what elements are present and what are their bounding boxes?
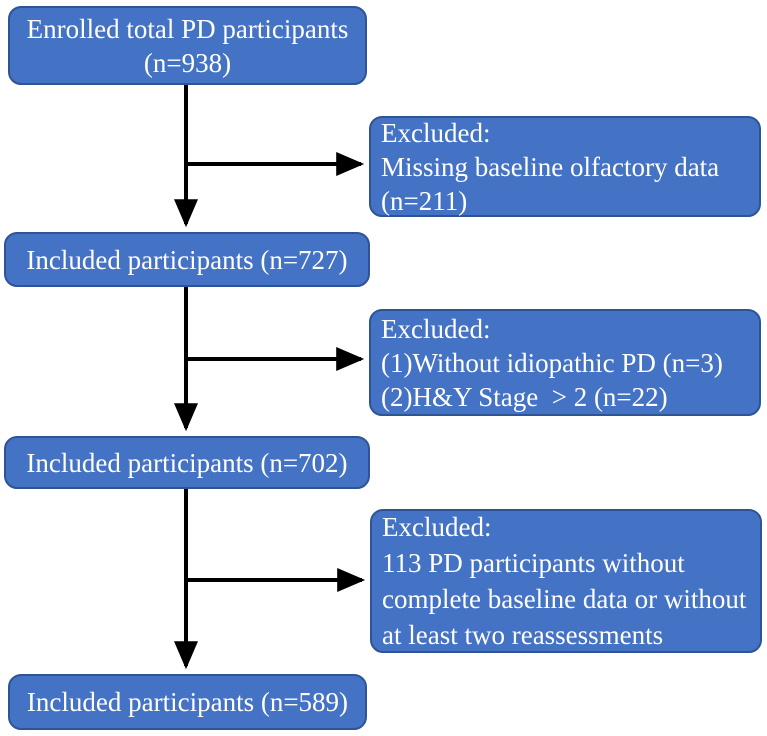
node-excluded-2-line-2: (1)Without idiopathic PD (n=3): [381, 347, 723, 378]
node-excluded-1-line-2: Missing baseline olfactory data: [381, 151, 720, 182]
node-included-727: Included participants (n=727): [4, 232, 370, 287]
node-included-727-label: Included participants (n=727): [26, 244, 348, 275]
node-excluded-3-line-3: complete baseline data or without: [382, 584, 747, 614]
node-excluded-2: Excluded: (1)Without idiopathic PD (n=3)…: [369, 309, 761, 416]
node-enrolled-line-2: (n=938): [143, 47, 232, 78]
node-excluded-3: Excluded: 113 PD participants without co…: [370, 509, 762, 653]
node-included-702-label: Included participants (n=702): [26, 447, 348, 478]
node-included-702: Included participants (n=702): [4, 436, 370, 489]
node-enrolled-line-1: Enrolled total PD participants: [26, 13, 349, 44]
node-enrolled: Enrolled total PD participants (n=938): [8, 6, 367, 85]
node-included-589-label: Included participants (n=589): [26, 687, 349, 717]
node-excluded-3-line-1: Excluded:: [382, 512, 492, 542]
node-excluded-2-line-1: Excluded:: [381, 313, 491, 344]
node-excluded-1: Excluded: Missing baseline olfactory dat…: [369, 116, 761, 217]
node-excluded-3-line-4: at least two reassessments: [382, 620, 664, 650]
node-excluded-1-line-3: (n=211): [381, 185, 468, 216]
node-excluded-3-line-2: 113 PD participants without: [382, 548, 685, 578]
node-included-589: Included participants (n=589): [8, 674, 367, 730]
node-excluded-1-line-1: Excluded:: [381, 117, 491, 148]
node-excluded-2-line-3: (2)H&Y Stage > 2 (n=22): [381, 381, 668, 412]
